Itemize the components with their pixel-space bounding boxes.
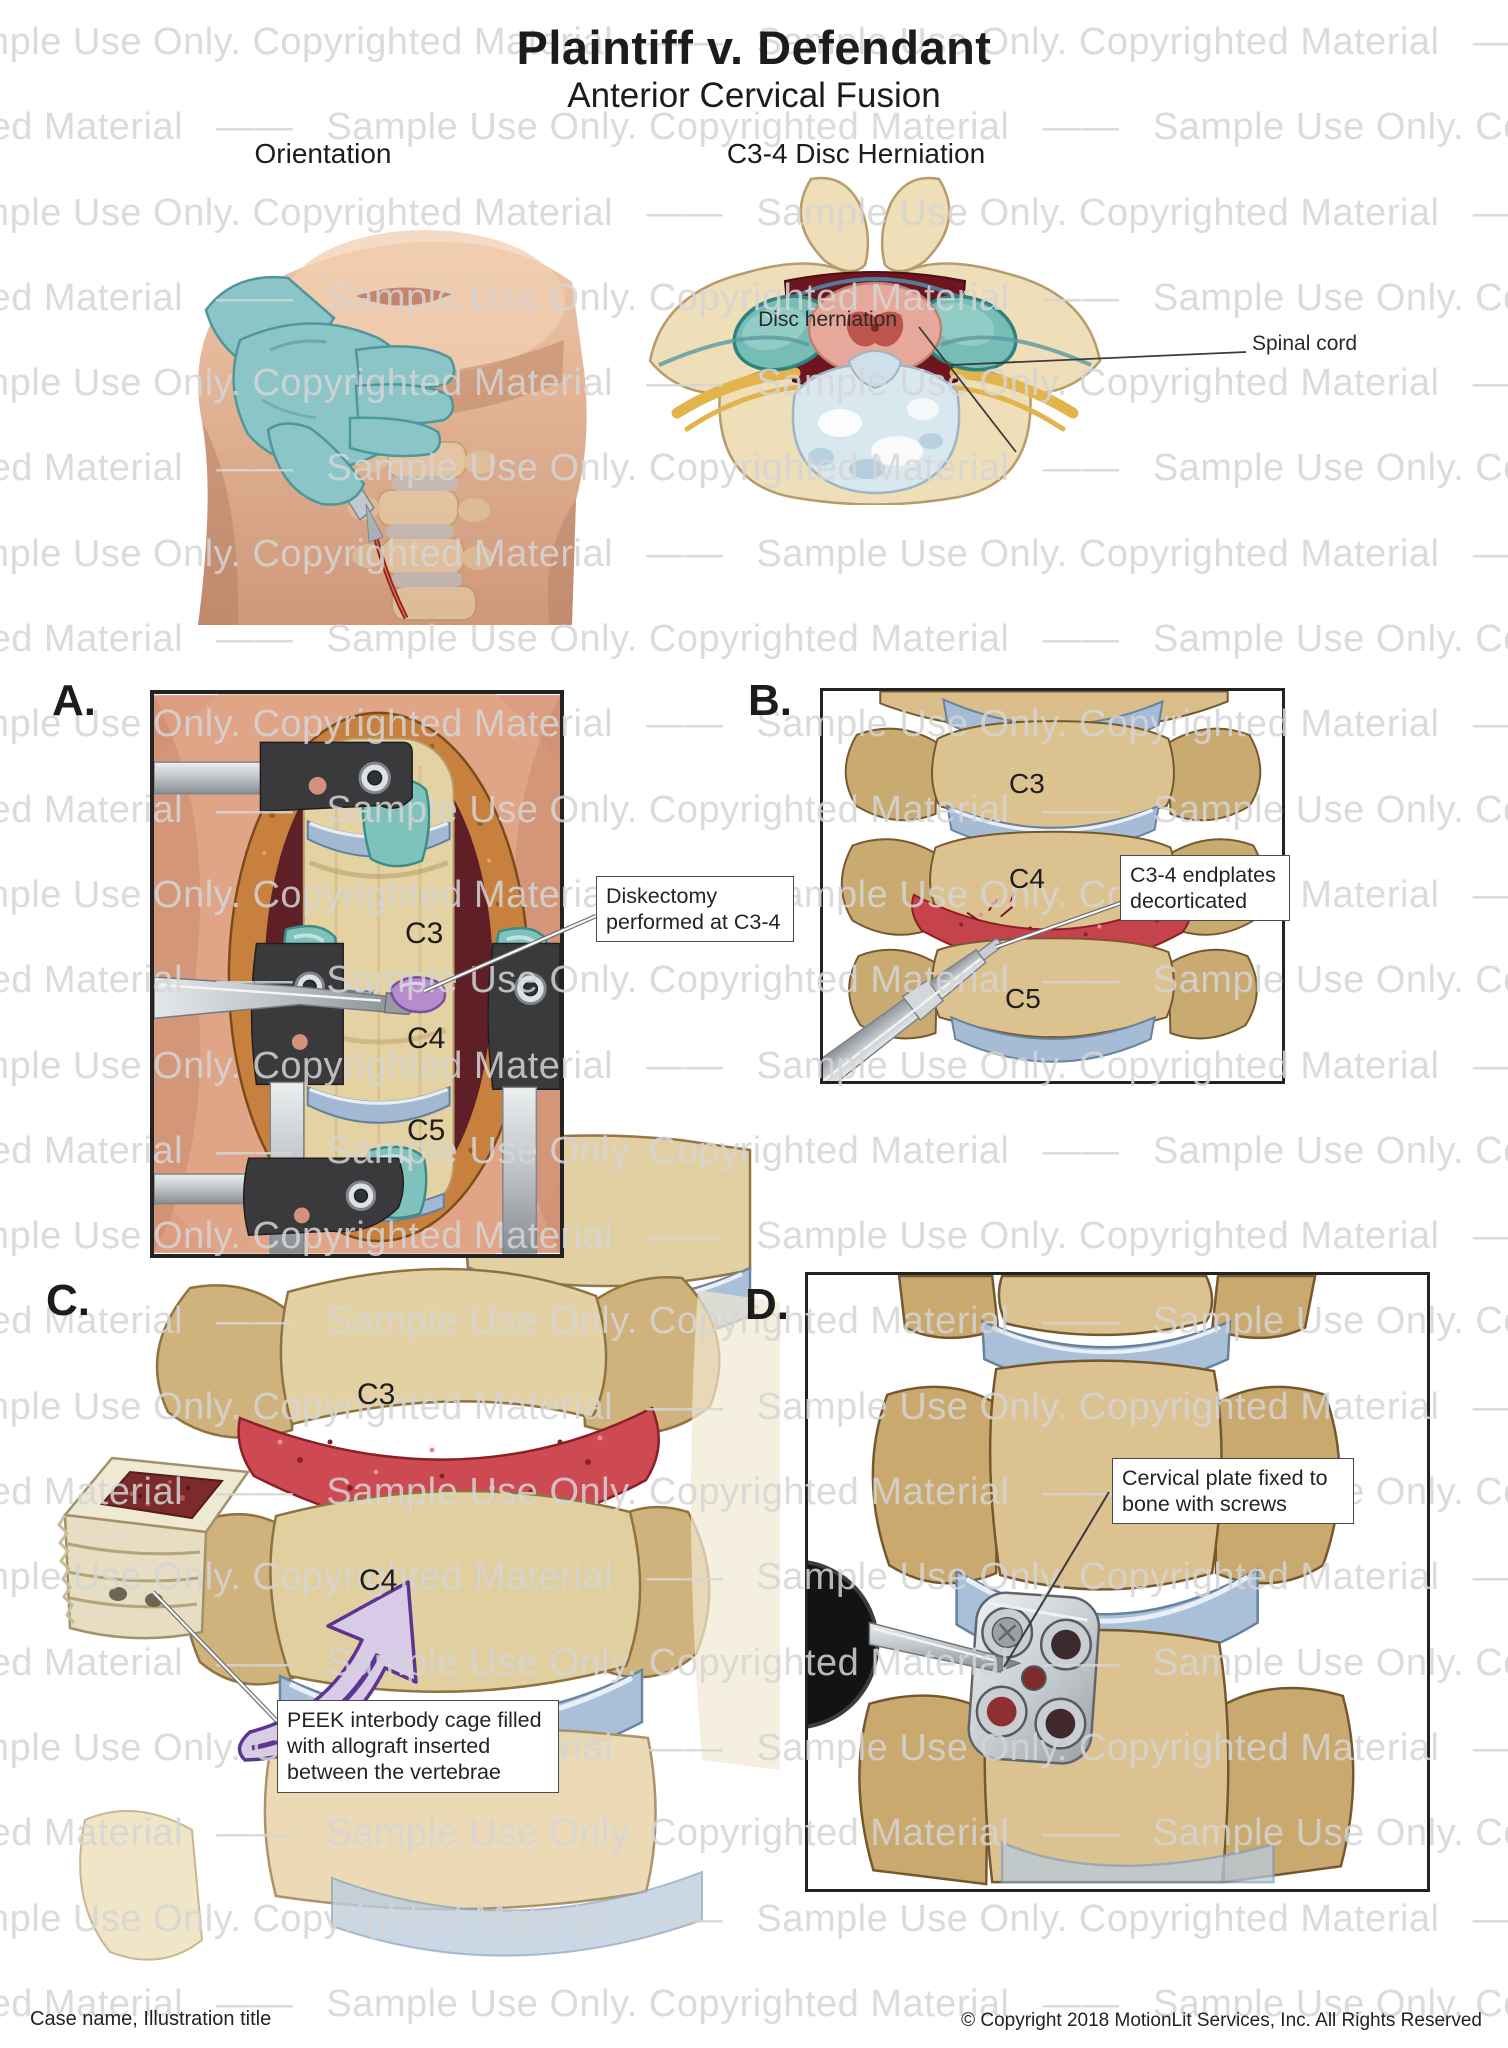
dura-top: [792, 277, 960, 299]
panel-c-label-c3: C3: [357, 1378, 396, 1411]
neck-shadow-left: [198, 422, 239, 625]
panel-a-label-c4: C4: [407, 1022, 446, 1055]
watermark-row: Sample Use Only. Copyrighted Material ——…: [0, 1982, 1508, 2025]
peek-cage: [57, 1456, 251, 1640]
b-c5-level: [848, 937, 1258, 1040]
herniation-bulge: [847, 350, 903, 390]
panel-b-callout: C3-4 endplates decorticated: [1120, 855, 1290, 922]
panel-b-label-c4: C4: [1009, 863, 1045, 894]
panel-a-box: [150, 690, 564, 1258]
retractor-bracket-bottom: [242, 1157, 405, 1236]
screwdriver: [808, 1560, 1022, 1729]
scalpel-tip: [365, 503, 384, 543]
panel-c-letter: C.: [46, 1276, 90, 1325]
c4-vertebra: [183, 1489, 711, 1694]
panel-b-label-c3: C3: [1009, 768, 1045, 799]
retractor-bar-top: [154, 761, 272, 795]
panel-d-callout: Cervical plate fixed to bone with screws: [1112, 1458, 1354, 1525]
b-c3-level: [844, 720, 1262, 829]
herniated-disc: [791, 350, 961, 495]
cage-graft-window: [100, 1470, 224, 1520]
panel-a-callout: Diskectomy performed at C3-4: [596, 876, 794, 943]
spinous-horn-right: [880, 176, 951, 273]
burr-drill: [823, 938, 1003, 1081]
spinous-horn-left: [799, 176, 870, 273]
glove-thumb: [266, 422, 366, 506]
neck-shadow-right: [547, 500, 576, 625]
panel-a-letter: A.: [52, 676, 96, 725]
panel-c-callout: PEEK interbody cage filled with allograf…: [277, 1700, 559, 1793]
panel-a-label-c3: C3: [405, 917, 444, 950]
retractor-bracket-left: [250, 942, 344, 1086]
panel-a-illustration: [154, 694, 560, 1254]
d-top-vertebra: [897, 1275, 1317, 1340]
bottom-left-bone: [79, 1810, 204, 1961]
retractor-bracket-right: [487, 942, 560, 1091]
panel-b-letter: B.: [748, 676, 792, 725]
herniation-heading: C3-4 Disc Herniation: [726, 138, 986, 169]
panel-d-letter: D.: [745, 1280, 789, 1329]
orientation-heading: Orientation: [254, 138, 392, 169]
c3-vertebra: [155, 1267, 721, 1440]
c3-wing-left: [155, 1284, 298, 1440]
disc-herniation-illustration: [635, 165, 1115, 506]
lips: [356, 287, 452, 306]
panel-a-label-c5: C5: [407, 1114, 446, 1147]
case-title: Plaintiff v. Defendant: [516, 21, 992, 74]
retractor-frame: [154, 741, 560, 1254]
panel-b-illustration: [823, 691, 1282, 1081]
cervical-plate: [967, 1591, 1101, 1765]
footer-case-name: Case name, Illustration title: [30, 2008, 272, 2030]
c3-body: [279, 1267, 608, 1426]
glove-finger-3: [348, 416, 441, 458]
procedure-subtitle: Anterior Cervical Fusion: [567, 76, 941, 115]
surgical-glove: [204, 275, 456, 506]
right-pale-column: [690, 1290, 780, 1770]
panel-d-illustration: [808, 1275, 1427, 1889]
c4-body: [269, 1489, 642, 1694]
membrane-left: [658, 335, 810, 367]
panel-c-illustration: [40, 1120, 780, 1970]
footer-copyright: © Copyright 2018 MotionLit Services, Inc…: [961, 2010, 1482, 2031]
disc-herniation-label: Disc herniation: [758, 308, 897, 331]
spinal-cord-label: Spinal cord: [1252, 332, 1358, 355]
glove-finger-1: [354, 345, 456, 391]
orientation-illustration: [120, 190, 590, 625]
retractor-bracket-top: [259, 741, 413, 813]
panel-d-box: [805, 1272, 1430, 1892]
retractor-rod-right: [502, 1086, 538, 1254]
screwdriver-handle: [808, 1562, 878, 1727]
panel-b-box: [820, 688, 1285, 1084]
panel-b-label-c5: C5: [1005, 983, 1041, 1014]
panel-c-label-c4: C4: [359, 1564, 398, 1597]
